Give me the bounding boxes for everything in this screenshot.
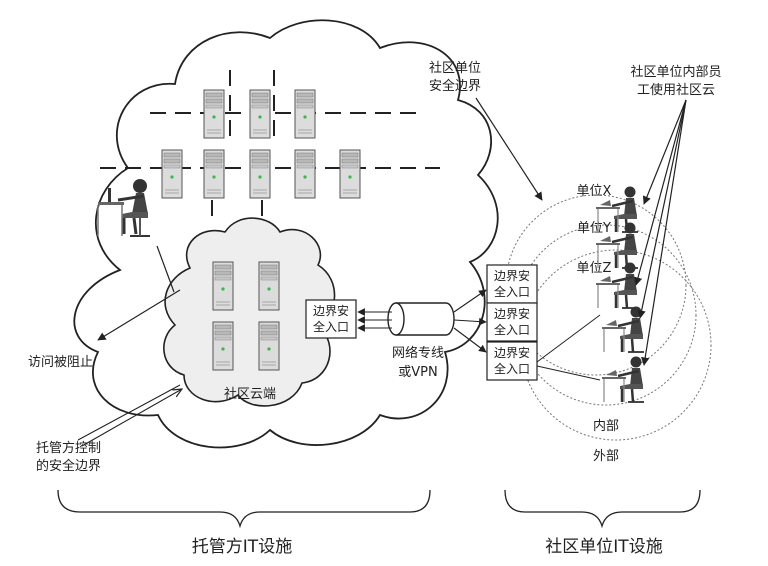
network-label-line2: 或VPN	[398, 365, 437, 380]
provider-boundary-label-line2: 的安全边界	[36, 458, 101, 474]
unit-gateway-3-line2: 全入口	[494, 361, 530, 376]
provider-section-label: 托管方IT设施	[192, 537, 292, 557]
provider-gateway-label-line2: 全入口	[313, 319, 349, 334]
community-cloud-label: 社区云端	[224, 386, 276, 402]
employee-workstation-icon	[594, 185, 646, 404]
gateway-to-employee-links	[536, 314, 601, 381]
unit-z-label: 单位Z	[577, 261, 612, 276]
network-pipe-icon	[387, 302, 455, 336]
employees-label-line2: 工使用社区云	[637, 82, 715, 98]
access-blocked-label: 访问被阻止	[28, 355, 93, 370]
provider-gateway-label-line1: 边界安	[313, 303, 349, 318]
network-label-line1: 网络专线	[392, 345, 444, 361]
annotation-arrows	[97, 97, 687, 366]
gateway-links	[357, 289, 487, 353]
unit-boundary-label-line1: 社区单位	[429, 60, 481, 76]
employees-label-line1: 社区单位内部员	[630, 64, 721, 80]
outside-label: 外部	[593, 449, 619, 464]
unit-gateway-2-line2: 全入口	[494, 322, 530, 337]
provider-boundary-label-line1: 托管方控制	[36, 440, 101, 456]
unit-gateway-2-line1: 边界安	[494, 306, 530, 321]
unit-section-brace	[504, 489, 701, 529]
provider-section-brace	[57, 489, 431, 529]
unit-gateway-1-line2: 全入口	[494, 284, 530, 299]
inside-label: 内部	[593, 418, 619, 434]
community-cloud-region	[163, 217, 336, 407]
unit-gateway-3-line1: 边界安	[494, 345, 530, 360]
unit-gateway-1-line1: 边界安	[494, 268, 530, 283]
unit-y-label: 单位Y	[577, 221, 611, 236]
unit-section-label: 社区单位IT设施	[545, 537, 662, 557]
unit-labels: 单位X 单位Y 单位Z	[577, 184, 612, 276]
unit-boundary-label-line2: 安全边界	[429, 78, 481, 94]
unit-boundary-gateway: 边界安 全入口	[486, 302, 538, 342]
unit-x-label: 单位X	[577, 184, 612, 199]
provider-boundary-pointer	[77, 384, 182, 447]
unit-boundary-gateway: 边界安 全入口	[486, 341, 538, 381]
unit-boundary-gateway: 边界安 全入口	[486, 264, 538, 304]
provider-boundary-gateway	[305, 299, 357, 339]
